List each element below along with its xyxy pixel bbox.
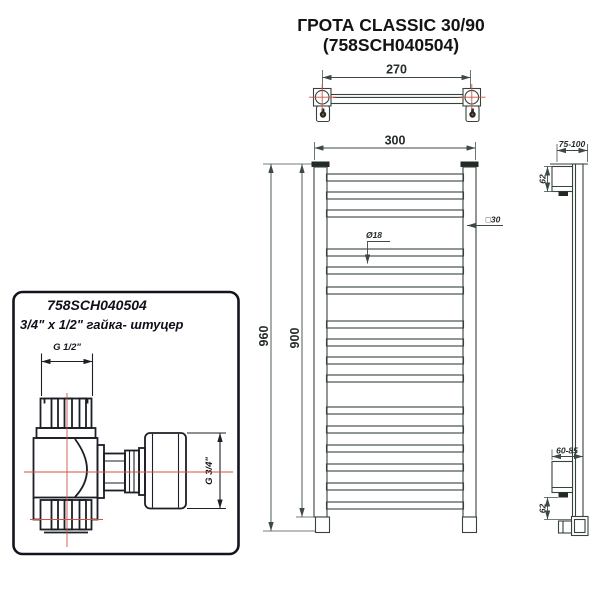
foot-left [314,516,331,534]
dim-bottom-offset-label: 60-85 [556,446,578,456]
inset-part-number: 758SCH040504 [47,297,147,313]
top-view: 270 [309,63,486,123]
side-bracket-top [551,165,574,196]
post-cap-left [311,161,330,167]
wall-bracket-right-top-view [458,84,486,123]
dim-900-label: 900 [288,328,302,349]
label-tube-diameter: Ø18 [366,230,382,240]
side-bracket-bottom [551,460,574,498]
foot-right [461,516,478,534]
inset-union-nut [96,432,187,510]
title-block: ГРОТА CLASSIC 30/90 (758SCH040504) [297,15,485,55]
inset-valve-body [32,397,99,534]
rungs [325,173,465,510]
dim-top-offset-label: 75-100 [559,139,586,149]
tube-diameter-callout: Ø18 [364,230,390,264]
post-cap-right [460,161,479,167]
title-line2: (758SCH040504) [323,35,459,55]
title-line1: ГРОТА CLASSIC 30/90 [297,15,485,35]
inset-border [12,290,240,556]
dim-62-top-label: 62 [538,174,548,184]
dim-g12-label: G 1/2" [53,342,81,353]
inset-centerlines [24,393,233,547]
label-profile: □30 [486,215,501,225]
dim-62-bottom-label: 62 [538,504,548,514]
rail-profile [571,163,584,521]
dim-300-label: 300 [385,134,406,148]
dim-270-label: 270 [386,63,407,77]
wall-bracket-left-top-view [309,84,336,123]
detail-inset: 758SCH040504 3/4" x 1/2" гайка- штуцер G… [12,290,240,556]
dim-960-label: 960 [257,326,271,347]
inset-description: 3/4" x 1/2" гайка- штуцер [20,317,184,332]
profile-callout: □30 [467,215,503,229]
post-left [313,166,328,518]
side-view: 75-100 62 60-85 62 [538,139,589,537]
crossbar-top-view [316,93,476,105]
front-view: 300 960 900 [257,134,503,534]
post-right [462,166,477,518]
side-valve-fitting [557,515,589,537]
dim-g34-label: G 3/4" [204,457,215,485]
